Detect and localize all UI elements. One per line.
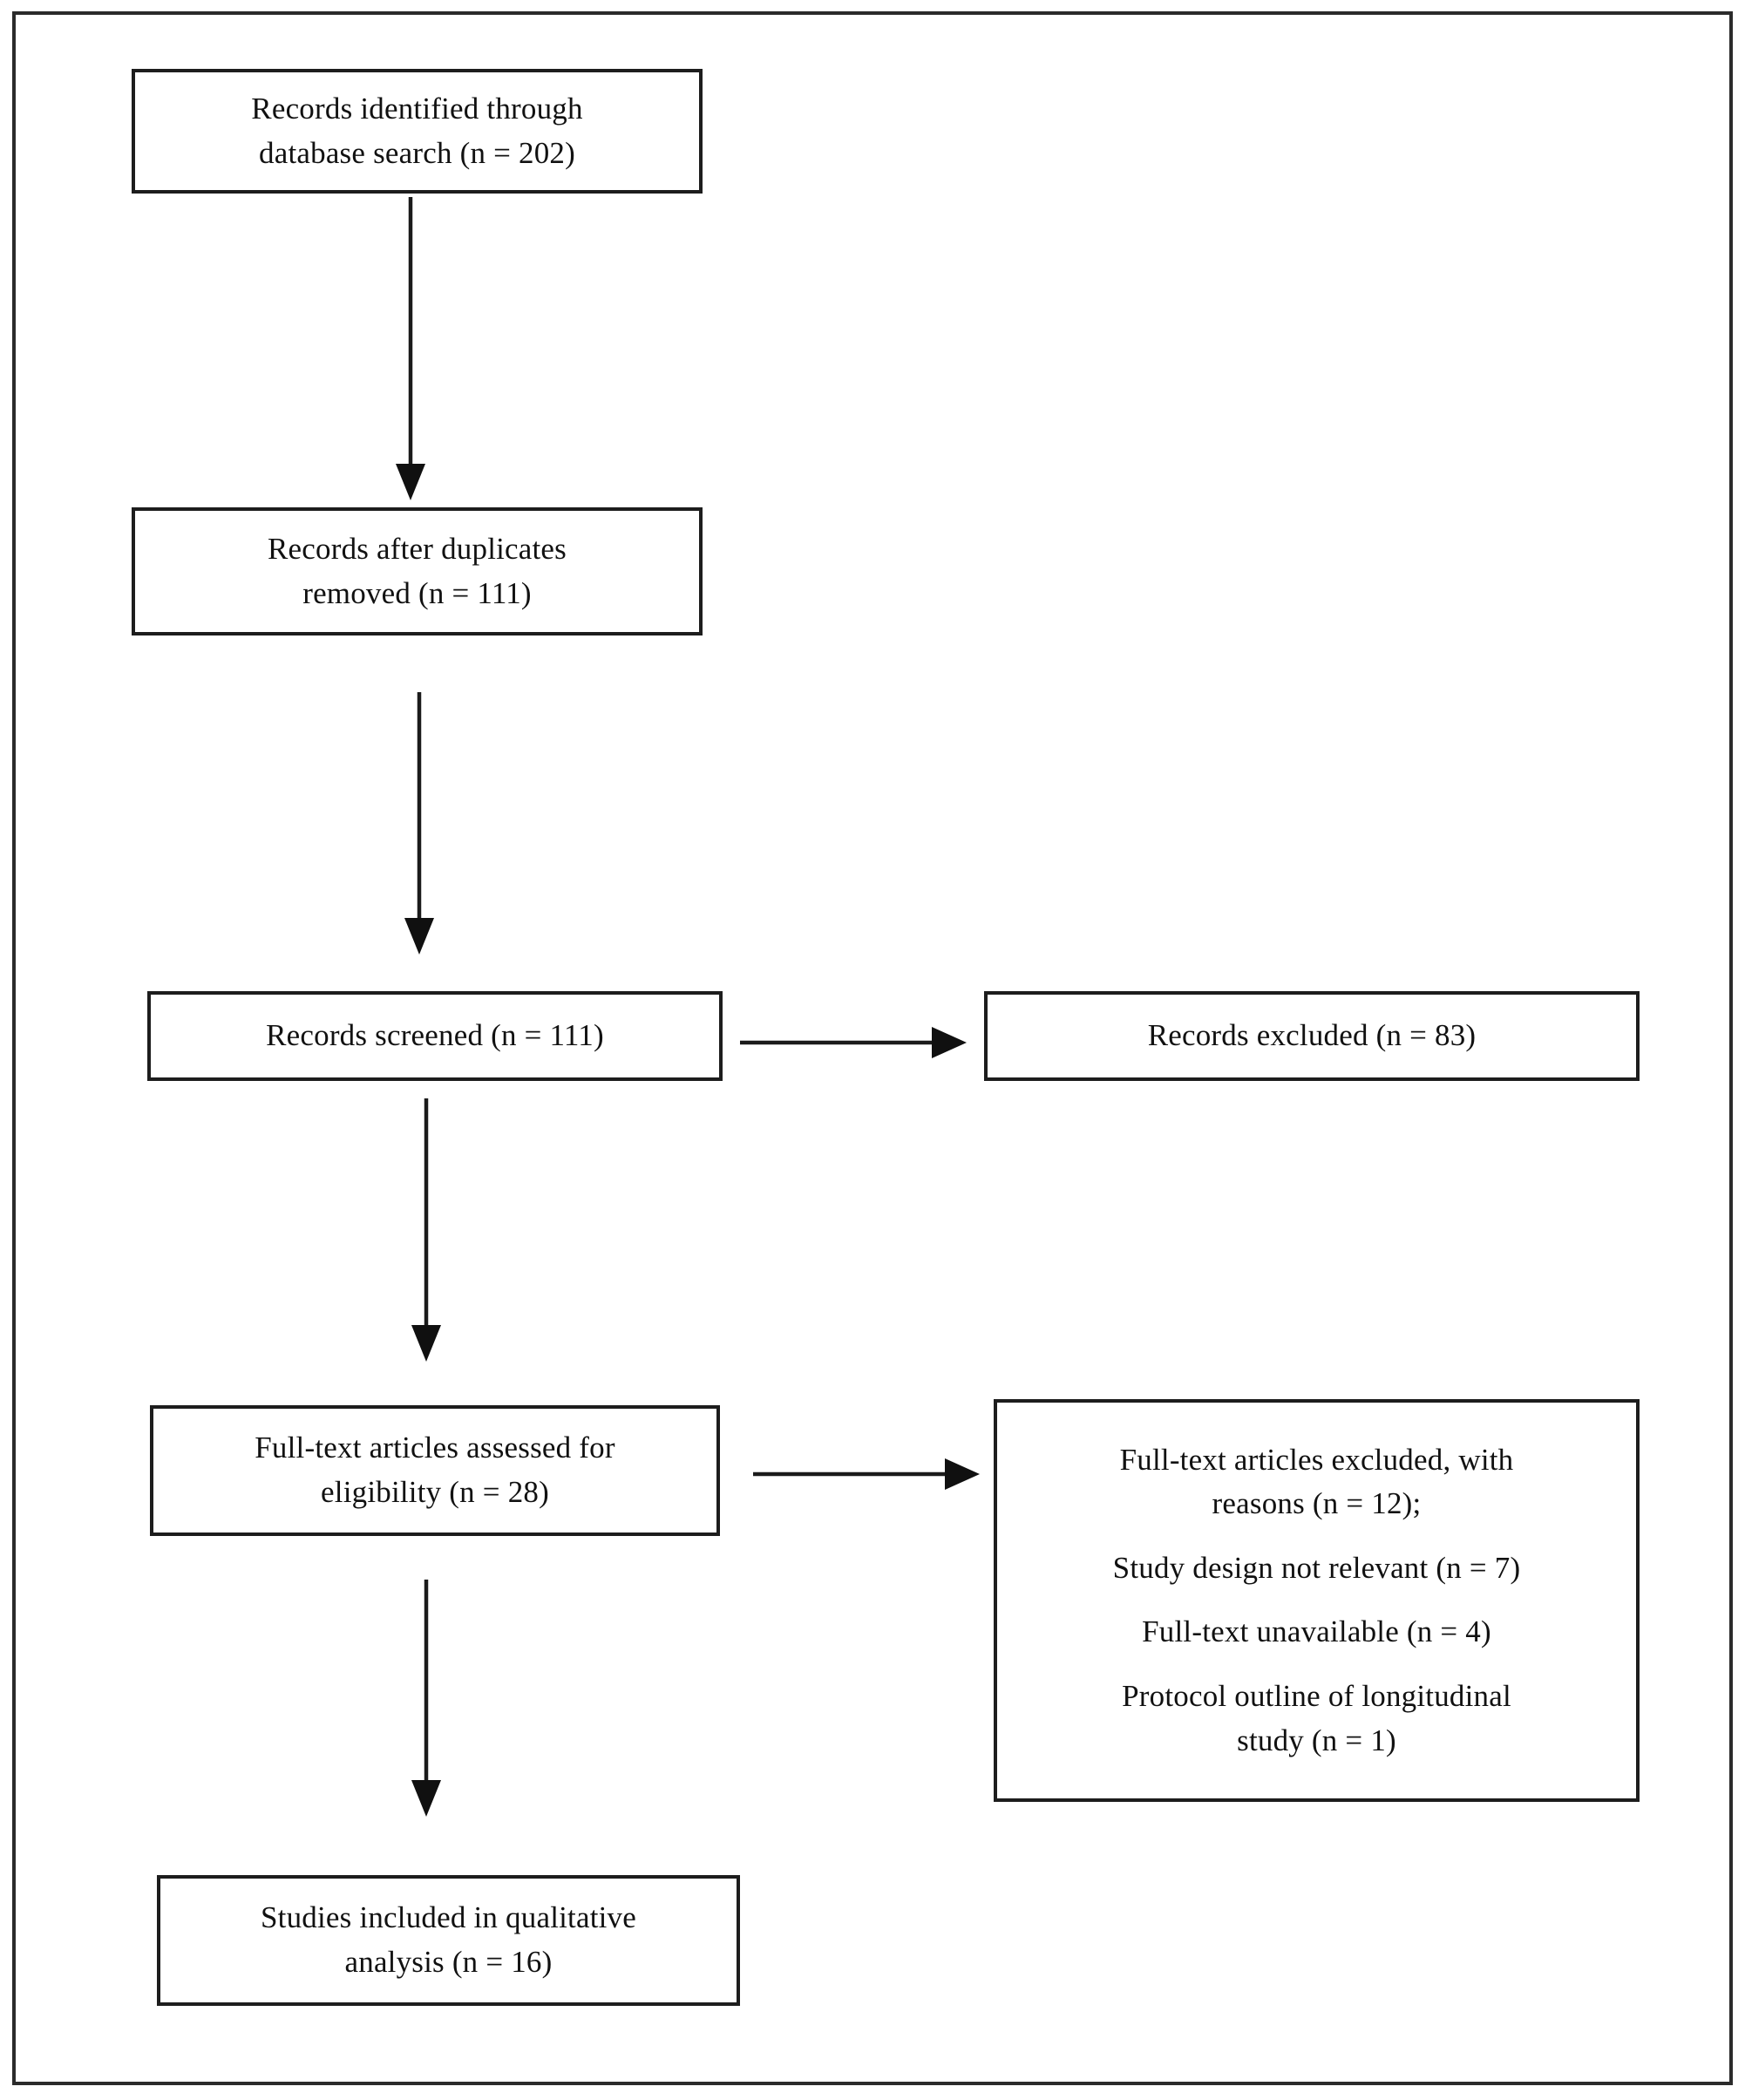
records-screened-line-1: Records screened (n = 111)	[266, 1018, 604, 1053]
studies-included-box: Studies included in qualitative analysis…	[157, 1875, 740, 2006]
arrow-screened-to-fulltext-assessed	[400, 1081, 461, 1412]
exclusion-reason-4-line-2: study (n = 1)	[1237, 1723, 1396, 1757]
exclusion-reason-paragraph-3: Full-text unavailable (n = 4)	[1020, 1610, 1613, 1655]
arrow-after-duplicates-to-screened	[393, 635, 454, 995]
exclusion-reason-1-line-1: Full-text articles excluded, with	[1119, 1442, 1514, 1477]
arrow-screened-to-excluded	[726, 1016, 988, 1068]
fulltext-assessed-line-2: eligibility (n = 28)	[321, 1475, 549, 1509]
arrow-identified-to-after-duplicates	[384, 194, 445, 507]
fulltext-assessed-line-1: Full-text articles assessed for	[255, 1431, 615, 1465]
exclusion-reason-2-line-1: Study design not relevant (n = 7)	[1112, 1550, 1521, 1585]
exclusion-reason-paragraph-1: Full-text articles excluded, with reason…	[1020, 1438, 1613, 1527]
records-after-duplicates-line-2: removed (n = 111)	[302, 575, 532, 610]
records-identified-line-1: Records identified through	[251, 91, 583, 126]
records-identified-box: Records identified through database sear…	[132, 69, 703, 194]
records-screened-box: Records screened (n = 111)	[147, 991, 723, 1081]
exclusion-reason-1-line-2: reasons (n = 12);	[1212, 1486, 1422, 1521]
records-excluded-line-1: Records excluded (n = 83)	[1147, 1018, 1477, 1053]
records-identified-line-2: database search (n = 202)	[259, 135, 575, 170]
studies-included-line-1: Studies included in qualitative	[261, 1900, 636, 1935]
arrow-fulltext-assessed-to-included	[400, 1536, 461, 1885]
exclusion-reason-3-line-1: Full-text unavailable (n = 4)	[1142, 1614, 1491, 1649]
arrow-fulltext-assessed-to-fulltext-excluded	[739, 1447, 1001, 1499]
exclusion-reason-paragraph-4: Protocol outline of longitudinal study (…	[1020, 1675, 1613, 1764]
records-after-duplicates-box: Records after duplicates removed (n = 11…	[132, 507, 703, 635]
records-excluded-box: Records excluded (n = 83)	[984, 991, 1640, 1081]
records-after-duplicates-line-1: Records after duplicates	[268, 531, 567, 566]
fulltext-assessed-box: Full-text articles assessed for eligibil…	[150, 1405, 720, 1536]
exclusion-reason-4-line-1: Protocol outline of longitudinal	[1122, 1678, 1511, 1713]
exclusion-reason-paragraph-2: Study design not relevant (n = 7)	[1020, 1546, 1613, 1591]
studies-included-line-2: analysis (n = 16)	[344, 1945, 553, 1979]
fulltext-excluded-reasons-box: Full-text articles excluded, with reason…	[994, 1399, 1640, 1802]
page-frame-border: Records identified through database sear…	[12, 11, 1733, 2085]
